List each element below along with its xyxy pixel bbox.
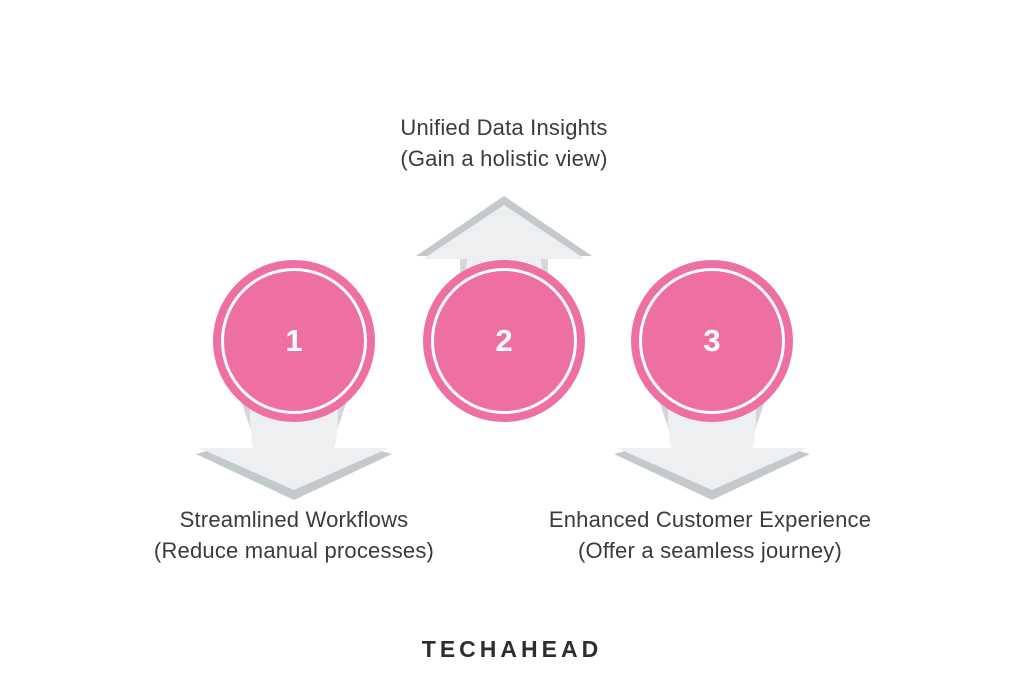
circle-ring <box>221 268 367 414</box>
step-number: 2 <box>495 323 513 358</box>
label-streamlined-workflows: Streamlined Workflows (Reduce manual pro… <box>84 504 504 566</box>
label-line1: Streamlined Workflows <box>179 507 409 532</box>
circle-ring <box>431 268 577 414</box>
label-line1: Unified Data Insights <box>400 115 608 140</box>
label-line2: (Reduce manual processes) <box>153 538 435 563</box>
label-line2: (Gain a holistic view) <box>400 146 608 171</box>
label-line1: Enhanced Customer Experience <box>548 507 872 532</box>
techahead-logo: TECHAHEAD <box>421 636 603 662</box>
label-line2: (Offer a seamless journey) <box>577 538 842 563</box>
step-circle-2: 2 <box>423 260 585 422</box>
step-circle-1: 1 <box>213 260 375 422</box>
step-circle-3: 3 <box>631 260 793 422</box>
label-unified-data-insights: Unified Data Insights (Gain a holistic v… <box>294 112 714 174</box>
step-number: 3 <box>703 323 721 358</box>
circle-ring <box>639 268 785 414</box>
step-number: 1 <box>285 323 303 358</box>
label-enhanced-customer-experience: Enhanced Customer Experience (Offer a se… <box>500 504 920 566</box>
